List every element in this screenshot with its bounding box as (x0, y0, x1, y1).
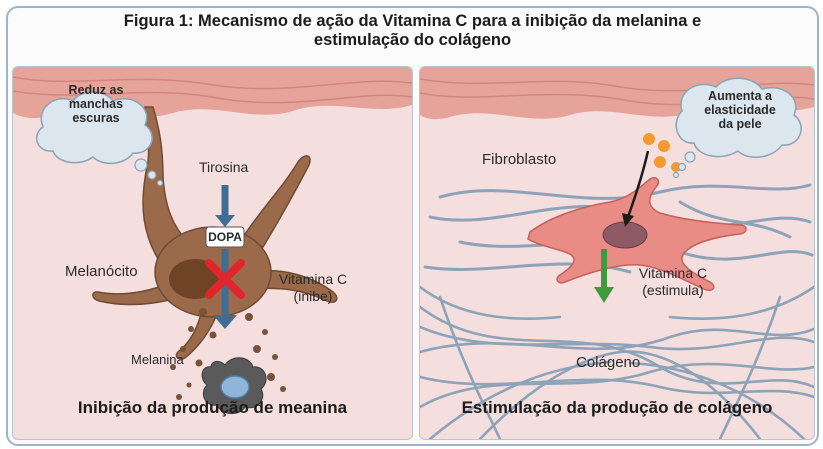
epidermis-line (13, 90, 412, 104)
bubble-dot (156, 179, 164, 187)
pathway-arrow-head (215, 215, 235, 227)
left-caption: Inibição da produção de meanina (77, 398, 348, 417)
elasticity-bubble-text: Aumenta a elasticidade da pele (704, 89, 776, 131)
title-line-1: Figura 1: Mecanismo de ação da Vitamina … (123, 12, 702, 30)
bubble-dot (677, 162, 687, 172)
reduce-spots-bubble-text: Reduz as manchas escuras (68, 83, 124, 125)
collagen-diagram (420, 67, 814, 439)
melanin-diagram (13, 67, 412, 414)
bubble-dot (134, 158, 148, 172)
collagen-stimulation-panel: Aumenta a elasticidade da pele Fibroblas… (419, 66, 815, 440)
dopa-box (205, 226, 245, 248)
figure-frame: Figura 1: Mecanismo de ação da Vitamina … (6, 6, 819, 446)
epidermis-line (13, 76, 412, 90)
melanocito-label: Melanócito (65, 263, 138, 280)
inhibition-x-icon (205, 259, 245, 299)
vitamin-c-stimulate-label: Vitamina C (estimula) (638, 265, 708, 298)
pathway-arrow-head (213, 315, 237, 329)
melanosome-core (220, 375, 250, 399)
tirosina-label: Tirosina (199, 159, 249, 175)
melanin-inhibition-panel: Reduz as manchas escuras Tirosina DOPA M… (12, 66, 413, 440)
right-caption: Estimulação da produção de colágeno (461, 398, 773, 417)
title-line-2: estimulação do colágeno (313, 31, 512, 49)
pointer-arrow (626, 150, 650, 218)
dopa-label: DOPA (208, 230, 242, 244)
colageno-label: Colágeno (576, 354, 641, 371)
melanin-granules (170, 308, 286, 400)
melanocyte-nucleus (169, 259, 221, 299)
stimulation-arrow-head (594, 287, 614, 303)
pointer-arrow-head (622, 213, 634, 227)
collagen-network (420, 285, 814, 439)
epidermis-line (420, 78, 814, 92)
bubble-dot (684, 151, 696, 163)
melanina-label: Melanina (131, 352, 184, 367)
vitamin-c-inhibit-label: Vitamina C (inibe) (278, 271, 348, 304)
bubble-dot (672, 171, 680, 179)
figure-title: Figura 1: Mecanismo de ação da Vitamina … (8, 12, 817, 50)
thought-bubble (675, 77, 802, 158)
vitamin-c-dots (643, 133, 681, 172)
thought-bubble (35, 91, 153, 165)
fibroblasto-label: Fibroblasto (482, 151, 557, 168)
bubble-dot (147, 170, 157, 180)
